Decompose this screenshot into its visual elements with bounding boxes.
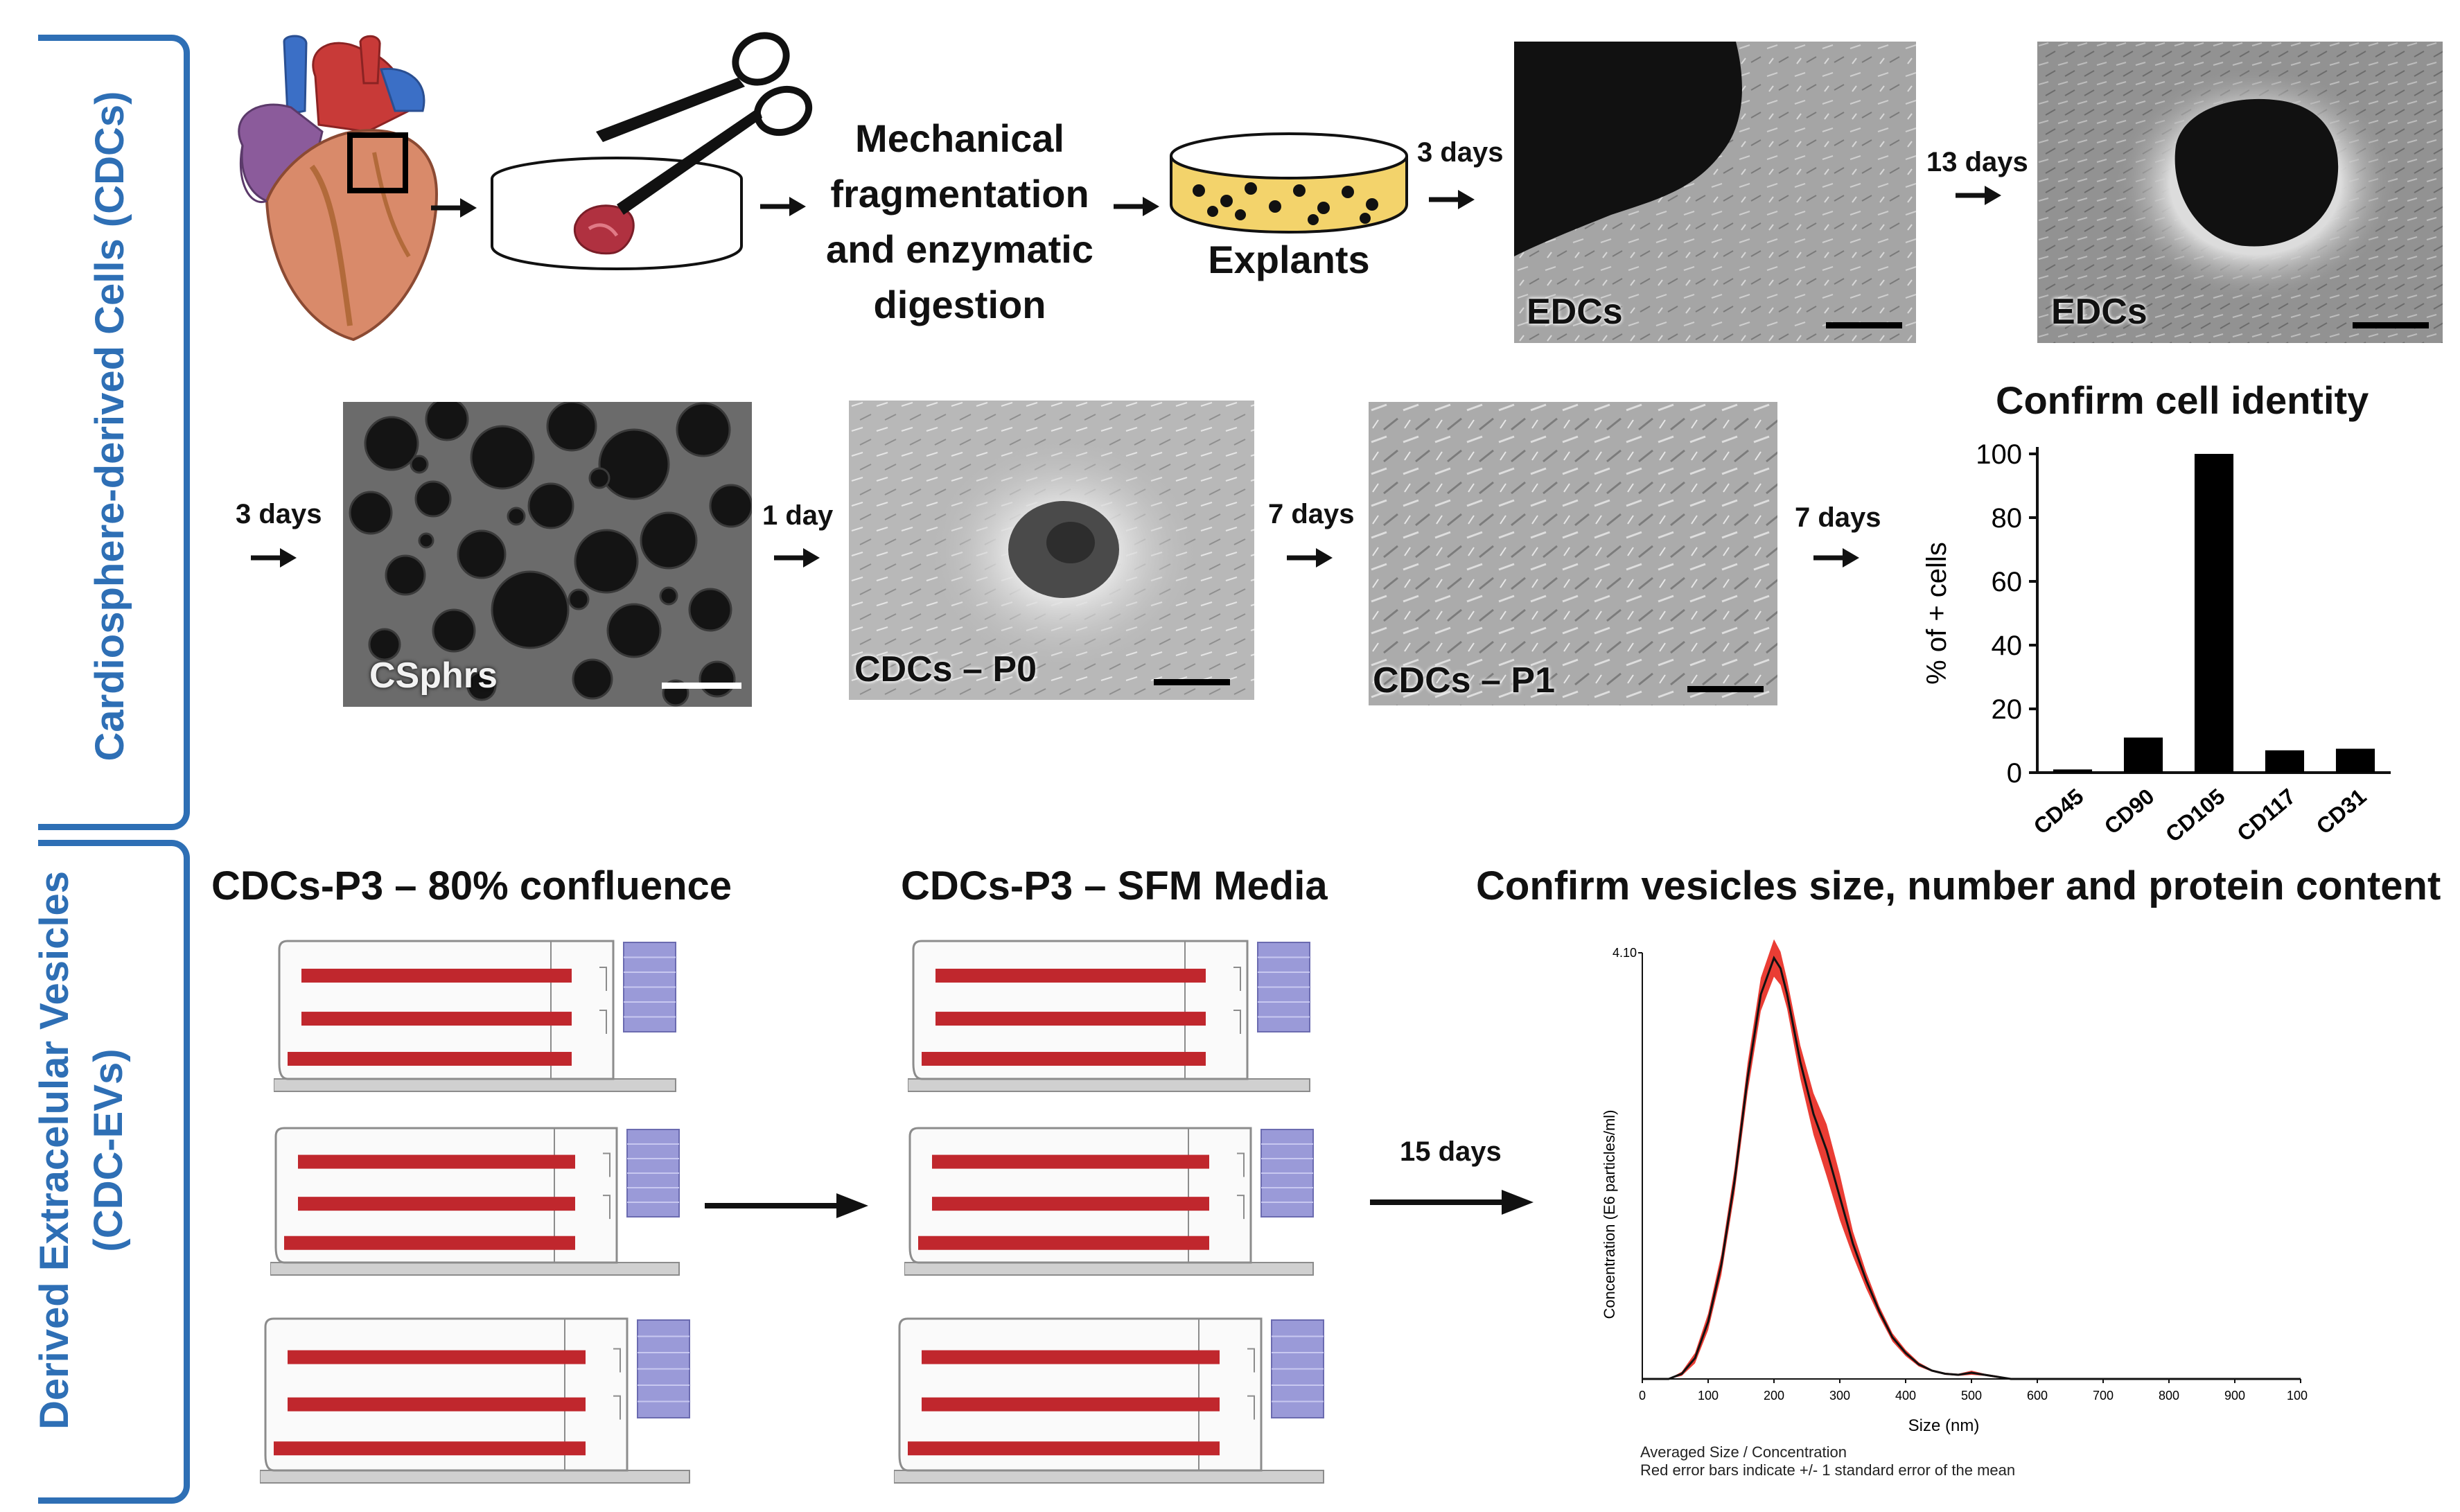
flask-group-title-mid: CDCs-P3 – SFM Media <box>901 863 1328 908</box>
caption-line: Averaged Size / Concentration <box>1640 1443 1847 1461</box>
flask-group-title-left: CDCs-P3 – 80% confluence <box>211 863 732 908</box>
ev-section-label-line1: Derived Extracelular Vesicles <box>32 870 77 1430</box>
micrograph-label: EDCs <box>1527 292 1623 332</box>
arrow-icon <box>1429 190 1475 209</box>
duration-label: 7 days <box>1795 502 1881 533</box>
duration-label: 3 days <box>1417 137 1504 168</box>
edc-micrograph-day3: EDCs <box>1514 42 1916 343</box>
step-line: Mechanical <box>855 116 1064 160</box>
bar-cd117 <box>2265 750 2305 773</box>
scale-bar <box>662 683 741 689</box>
micrograph-label: EDCs <box>2051 292 2147 332</box>
duration-label: 15 days <box>1400 1136 1502 1167</box>
duration-label: 1 day <box>762 500 834 531</box>
x-tick-label: CD105 <box>2161 784 2229 847</box>
arrow-icon <box>1114 197 1159 216</box>
micrograph-label: CDCs – P1 <box>1373 660 1555 701</box>
x-tick-label: 200 <box>1764 1389 1784 1403</box>
y-tick-label: 20 <box>1992 694 2023 725</box>
arrow-icon <box>1956 186 2001 205</box>
scale-bar <box>1154 679 1230 685</box>
x-tick-label: 300 <box>1829 1389 1850 1403</box>
arrow-icon <box>705 1193 868 1218</box>
y-tick-label: 0 <box>2007 758 2022 789</box>
scissors-icon <box>596 32 813 215</box>
culture-flask-icon <box>894 1317 1324 1484</box>
culture-flask-icon <box>274 940 676 1092</box>
x-tick-label: CD31 <box>2312 784 2371 839</box>
x-tick-label: CD117 <box>2232 784 2300 846</box>
bar-chart-title: Confirm cell identity <box>1996 378 2369 422</box>
x-tick-label: CD45 <box>2029 784 2089 839</box>
cdc-p1-field <box>1369 402 1777 705</box>
cdc-p1-micrograph: CDCs – P1 <box>1369 402 1777 705</box>
x-tick-label: 800 <box>2159 1389 2179 1403</box>
y-tick-label: 80 <box>1992 503 2023 534</box>
x-tick-label: 600 <box>2027 1389 2048 1403</box>
duration-label: 3 days <box>236 499 322 529</box>
arrow-icon <box>431 198 477 218</box>
arrow-icon <box>774 548 820 568</box>
x-tick-label: 400 <box>1895 1389 1916 1403</box>
arrow-icon <box>1813 548 1859 568</box>
edc-micrograph-day13: EDCs <box>2037 42 2443 343</box>
duration-label: 13 days <box>1926 147 2028 177</box>
bar-cd105 <box>2194 454 2234 773</box>
y-tick-label: 4.10 <box>1613 946 1637 960</box>
ev-section-bracket <box>38 840 190 1504</box>
fragmentation-step-text: Mechanical fragmentation and enzymatic d… <box>814 111 1105 333</box>
step-line: and enzymatic <box>826 227 1093 271</box>
explants-dish-icon <box>1170 132 1408 234</box>
y-axis-label: Concentration (E6 particles/ml) <box>1601 1109 1618 1319</box>
y-axis-label: % of + cells <box>1922 542 1952 685</box>
x-tick-label: 100 <box>1698 1389 1719 1403</box>
x-tick-label: CD90 <box>2100 784 2159 839</box>
scale-bar <box>2353 322 2429 328</box>
micrograph-label: CSphrs <box>369 656 498 696</box>
cardiosphere-micrograph: CSphrs <box>343 402 752 707</box>
nta-chart-title: Confirm vesicles size, number and protei… <box>1476 863 2441 908</box>
ev-section-label: Derived Extracelular Vesicles (CDC-EVs) <box>28 825 139 1476</box>
x-tick-label: 1000 <box>2287 1389 2308 1403</box>
explants-label: Explants <box>1208 238 1370 281</box>
arrow-icon <box>251 548 297 568</box>
duration-label: 7 days <box>1268 499 1355 529</box>
bar-cd45 <box>2053 769 2093 773</box>
cdc-section-bracket <box>38 35 190 830</box>
culture-flask-icon <box>908 940 1310 1092</box>
step-line: digestion <box>873 283 1046 326</box>
bar-cd31 <box>2335 748 2375 773</box>
scale-bar <box>1826 322 1902 328</box>
cdc-p0-micrograph: CDCs – P0 <box>849 401 1254 700</box>
arrow-icon <box>1370 1190 1534 1215</box>
caption-line: Red error bars indicate +/- 1 standard e… <box>1640 1461 2016 1479</box>
cdc-section-label: Cardiosphere-derived Cells (CDCs) <box>87 91 132 762</box>
x-tick-label: 700 <box>2093 1389 2114 1403</box>
cdc-p0-field <box>849 401 1254 700</box>
cardiosphere-field <box>343 402 752 707</box>
y-tick-label: 100 <box>1976 439 2022 470</box>
y-tick-label: 40 <box>1992 631 2023 661</box>
arrow-icon <box>1287 548 1333 568</box>
y-tick-label: 60 <box>1992 567 2023 597</box>
x-axis-label: Size (nm) <box>1908 1416 1980 1435</box>
nta-caption: Averaged Size / Concentration Red error … <box>1640 1443 2015 1479</box>
micrograph-label: CDCs – P0 <box>854 649 1037 689</box>
x-tick-label: 0 <box>1639 1389 1646 1403</box>
mean-concentration-line <box>1642 956 2301 1380</box>
step-line: fragmentation <box>830 172 1089 216</box>
x-tick-label: 500 <box>1961 1389 1982 1403</box>
vesicle-size-distribution-chart: 4.10 0 100 200 300 400 500 600 700 800 900 1000Size… <box>1601 939 2308 1435</box>
x-tick-label: 900 <box>2224 1389 2245 1403</box>
scale-bar <box>1687 686 1764 692</box>
culture-flask-icon <box>260 1317 690 1484</box>
heart-icon <box>238 35 439 342</box>
arrow-icon <box>760 197 806 216</box>
error-band <box>1642 939 2301 1379</box>
bar-cd90 <box>2123 737 2163 773</box>
culture-flask-icon <box>904 1127 1314 1276</box>
culture-flask-icon <box>270 1127 680 1276</box>
ev-section-label-line2: (CDC-EVs) <box>86 1048 131 1252</box>
